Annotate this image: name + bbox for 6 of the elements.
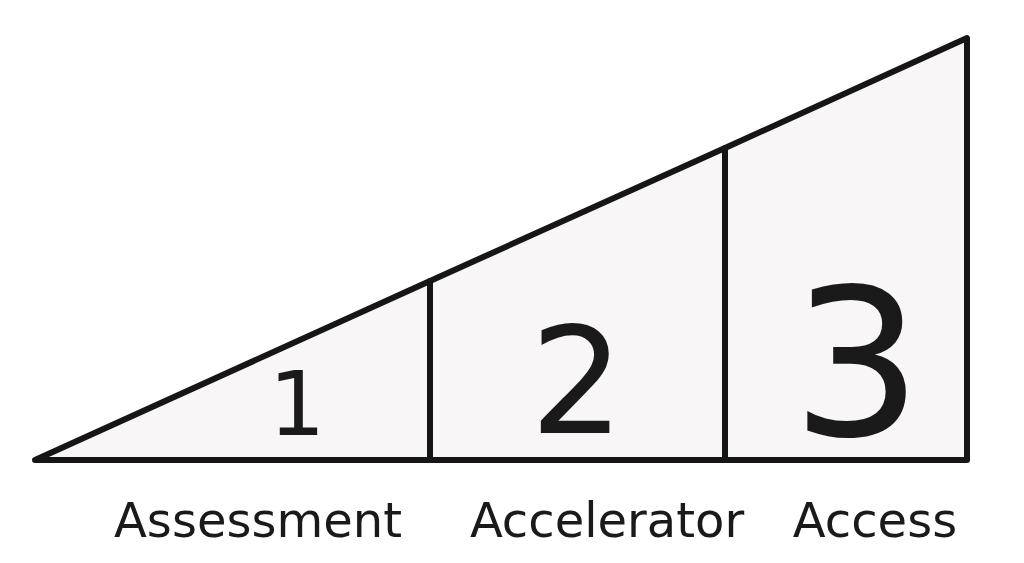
stage-label: Access [792,496,958,545]
stage-number: 1 [268,359,326,449]
stage-label: Assessment [114,496,402,545]
stage-label: Accelerator [469,496,745,545]
stage-number: 3 [791,261,923,467]
stage-number: 2 [529,307,625,456]
